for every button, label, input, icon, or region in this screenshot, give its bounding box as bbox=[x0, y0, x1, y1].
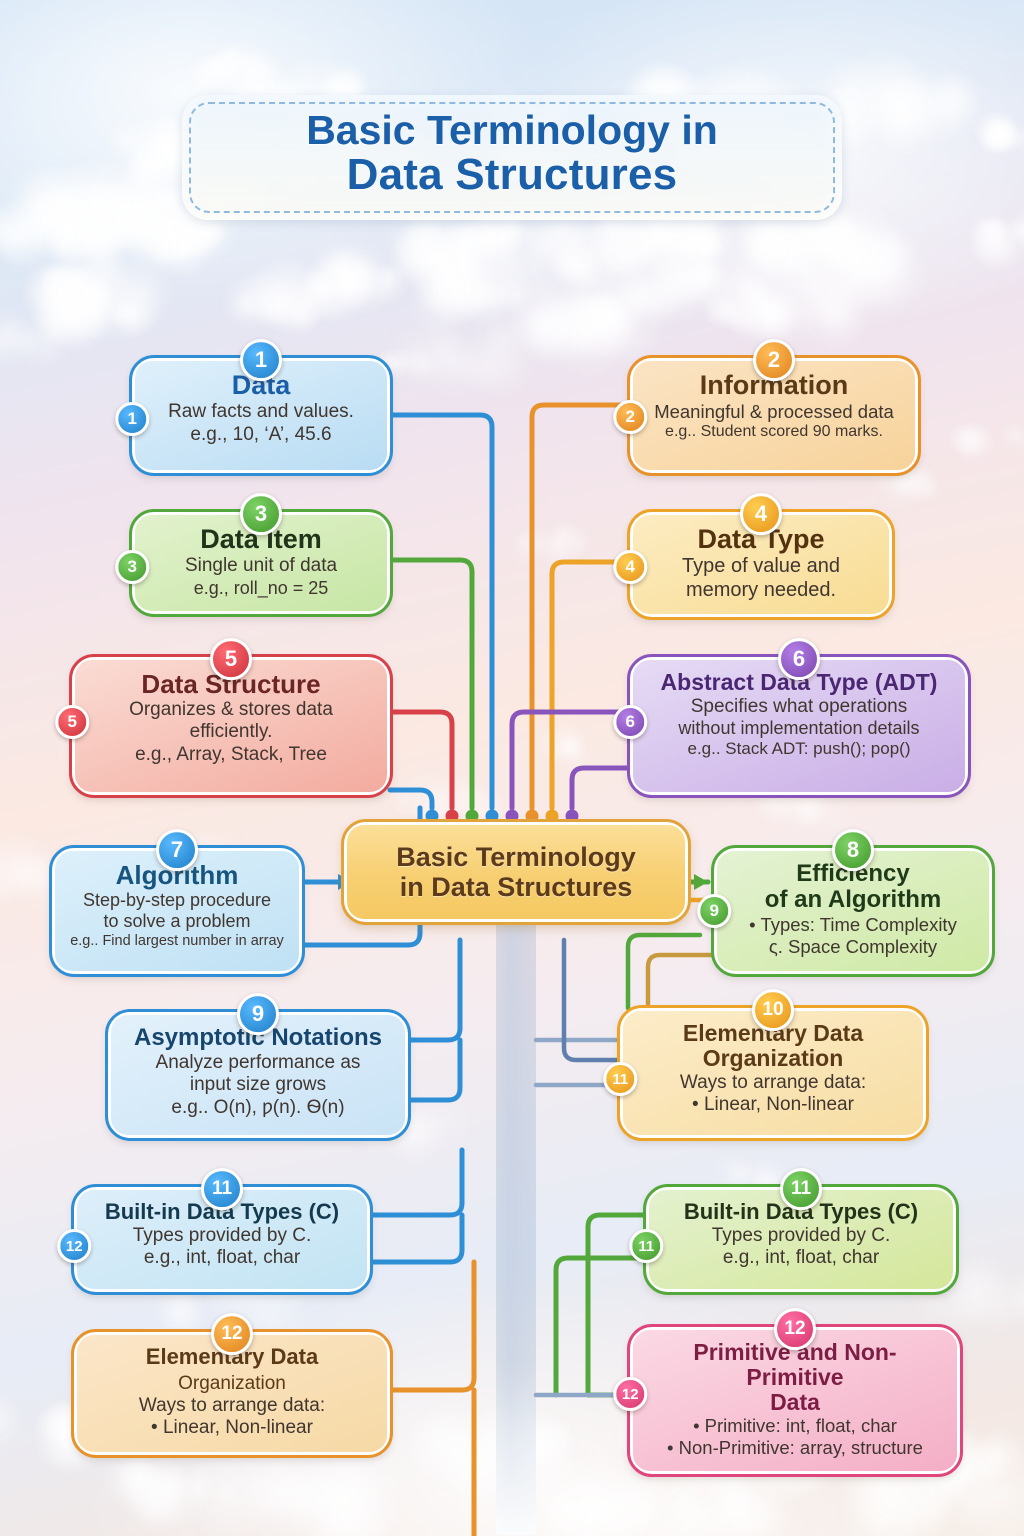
card-line-data-item-1: Single unit of data bbox=[149, 555, 373, 577]
card-builtin-data-types-right[interactable]: 1111Built-in Data Types (C)Types provide… bbox=[646, 1187, 956, 1292]
card-line-information-1: Meaningful & processed data bbox=[647, 401, 901, 423]
wire bbox=[572, 768, 630, 808]
card-primitive-and-non-primitive-data[interactable]: 1212Primitive and Non-Primitive Data• Pr… bbox=[630, 1327, 960, 1474]
badge-top-elementary-data-organization-left: 12 bbox=[211, 1313, 253, 1355]
badge-left-efficiency-of-an-algorithm: 9 bbox=[697, 894, 731, 928]
card-line-algorithm-2: to solve a problem bbox=[69, 911, 285, 932]
badge-left-data-structure: 5 bbox=[55, 705, 89, 739]
badge-top-asymptotic-notations: 9 bbox=[237, 993, 279, 1035]
page-title: Basic Terminology in Data Structures bbox=[182, 95, 842, 220]
card-line-data-type-1: Type of value and bbox=[647, 555, 875, 579]
title-line-2: Data Structures bbox=[182, 152, 842, 198]
card-abstract-data-type[interactable]: 66Abstract Data Type (ADT)Specifies what… bbox=[630, 657, 968, 795]
card-line-builtin-data-types-right-1: Types provided by C. bbox=[663, 1225, 939, 1247]
card-line-data-structure-3: e.g., Array, Stack, Tree bbox=[89, 744, 373, 766]
card-elementary-data-organization-left[interactable]: 12Elementary Data OrganizationWays to ar… bbox=[74, 1332, 390, 1455]
badge-top-information: 2 bbox=[753, 339, 795, 381]
card-line-elementary-data-organization-left-2: • Linear, Non-linear bbox=[91, 1417, 373, 1439]
badge-top-builtin-data-types-right: 11 bbox=[780, 1168, 822, 1210]
badge-top-primitive-and-non-primitive-data: 12 bbox=[774, 1308, 816, 1350]
wire bbox=[532, 405, 630, 808]
card-line-abstract-data-type-2: without implementation details bbox=[647, 718, 951, 739]
card-builtin-data-types-left[interactable]: 1112Built-in Data Types (C)Types provide… bbox=[74, 1187, 370, 1292]
card-data-item[interactable]: 33Data ItemSingle unit of datae.g., roll… bbox=[132, 512, 390, 614]
card-line-data-structure-2: efficiently. bbox=[89, 721, 373, 743]
badge-top-efficiency-of-an-algorithm: 8 bbox=[832, 829, 874, 871]
badge-left-builtin-data-types-right: 11 bbox=[629, 1229, 663, 1263]
card-line-builtin-data-types-left-2: e.g., int, float, char bbox=[91, 1247, 353, 1269]
card-line-primitive-and-non-primitive-data-2: • Non-Primitive: array, structure bbox=[647, 1437, 943, 1459]
badge-left-data: 1 bbox=[115, 402, 149, 436]
card-line-data-2: e.g., 10, ‘A’, 45.6 bbox=[149, 424, 373, 446]
wire bbox=[408, 940, 460, 1040]
card-line-information-2: e.g.. Student scored 90 marks. bbox=[647, 423, 901, 442]
badge-left-data-item: 3 bbox=[115, 550, 149, 584]
wire bbox=[390, 712, 452, 808]
arrow-head bbox=[694, 874, 708, 890]
wire bbox=[390, 415, 492, 808]
badge-top-data-type: 4 bbox=[740, 493, 782, 535]
badge-left-data-type: 4 bbox=[613, 550, 647, 584]
card-data-type[interactable]: 44Data TypeType of value andmemory neede… bbox=[630, 512, 892, 617]
badge-top-elementary-data-organization-right: 10 bbox=[752, 989, 794, 1031]
card-line-efficiency-of-an-algorithm-1: • Types: Time Complexity bbox=[731, 914, 975, 936]
wire bbox=[390, 1262, 474, 1390]
badge-left-primitive-and-non-primitive-data: 12 bbox=[613, 1377, 647, 1411]
card-elementary-data-organization-right[interactable]: 1011Elementary Data OrganizationWays to … bbox=[620, 1008, 926, 1138]
card-line-asymptotic-notations-3: e.g.. O(n), ƿ(n). Ѳ(n) bbox=[125, 1097, 391, 1119]
wire bbox=[648, 955, 714, 1010]
card-line-primitive-and-non-primitive-data-1: • Primitive: int, float, char bbox=[647, 1415, 943, 1437]
badge-left-builtin-data-types-left: 12 bbox=[57, 1229, 91, 1263]
card-line-algorithm-1: Step-by-step procedure bbox=[69, 890, 285, 911]
card-information[interactable]: 22InformationMeaningful & processed data… bbox=[630, 358, 918, 473]
card-line-data-structure-1: Organizes & stores data bbox=[89, 699, 373, 721]
card-line-builtin-data-types-right-2: e.g., int, float, char bbox=[663, 1247, 939, 1269]
title-line-1: Basic Terminology in bbox=[306, 107, 718, 153]
card-line-elementary-data-organization-right-1: Ways to arrange data: bbox=[637, 1072, 909, 1094]
hub-line-1: Basic Terminology bbox=[396, 842, 636, 872]
badge-left-abstract-data-type: 6 bbox=[613, 705, 647, 739]
badge-top-data-item: 3 bbox=[240, 493, 282, 535]
card-line-data-type-2: memory needed. bbox=[647, 579, 875, 603]
badge-top-builtin-data-types-left: 11 bbox=[201, 1168, 243, 1210]
badge-top-data: 1 bbox=[240, 339, 282, 381]
card-data[interactable]: 11DataRaw facts and values.e.g., 10, ‘A’… bbox=[132, 358, 390, 473]
wire bbox=[552, 562, 630, 808]
wire bbox=[370, 1215, 462, 1262]
wire bbox=[628, 935, 700, 1008]
card-data-structure[interactable]: 55Data StructureOrganizes & stores datae… bbox=[72, 657, 390, 795]
card-line-data-item-2: e.g., roll_no = 25 bbox=[149, 578, 373, 599]
card-line-builtin-data-types-left-1: Types provided by C. bbox=[91, 1225, 353, 1247]
card-line-algorithm-3: e.g.. Find largest number in array bbox=[69, 933, 285, 950]
wire bbox=[408, 1040, 460, 1100]
card-efficiency-of-an-algorithm[interactable]: 89Efficiency of an Algorithm• Types: Tim… bbox=[714, 848, 992, 974]
card-line-elementary-data-organization-right-2: • Linear, Non-linear bbox=[637, 1094, 909, 1116]
badge-left-elementary-data-organization-right: 11 bbox=[603, 1062, 637, 1096]
central-hub-node[interactable]: Basic Terminology in Data Structures bbox=[344, 822, 688, 922]
wire bbox=[370, 1150, 462, 1215]
badge-top-data-structure: 5 bbox=[210, 638, 252, 680]
card-line-abstract-data-type-3: e.g.. Stack ADT: push(); pop() bbox=[647, 739, 951, 759]
card-line-efficiency-of-an-algorithm-2: ς. Space Complexity bbox=[731, 936, 975, 958]
card-title-primitive-and-non-primitive-data: Primitive and Non-Primitive Data bbox=[647, 1340, 943, 1414]
badge-top-algorithm: 7 bbox=[156, 829, 198, 871]
wire bbox=[390, 560, 472, 808]
card-line-data-1: Raw facts and values. bbox=[149, 401, 373, 423]
badge-left-information: 2 bbox=[613, 400, 647, 434]
card-line-asymptotic-notations-1: Analyze performance as bbox=[125, 1052, 391, 1074]
card-algorithm[interactable]: 7AlgorithmStep-by-step procedureto solve… bbox=[52, 848, 302, 974]
wire bbox=[390, 790, 432, 808]
card-line-abstract-data-type-1: Specifies what operations bbox=[647, 696, 951, 718]
badge-top-abstract-data-type: 6 bbox=[778, 638, 820, 680]
card-asymptotic-notations[interactable]: 9Asymptotic NotationsAnalyze performance… bbox=[108, 1012, 408, 1138]
card-title-light: Organization bbox=[178, 1373, 286, 1394]
hub-line-2: in Data Structures bbox=[400, 872, 633, 902]
card-line-elementary-data-organization-left-1: Ways to arrange data: bbox=[91, 1395, 373, 1417]
card-line-asymptotic-notations-2: input size grows bbox=[125, 1074, 391, 1096]
